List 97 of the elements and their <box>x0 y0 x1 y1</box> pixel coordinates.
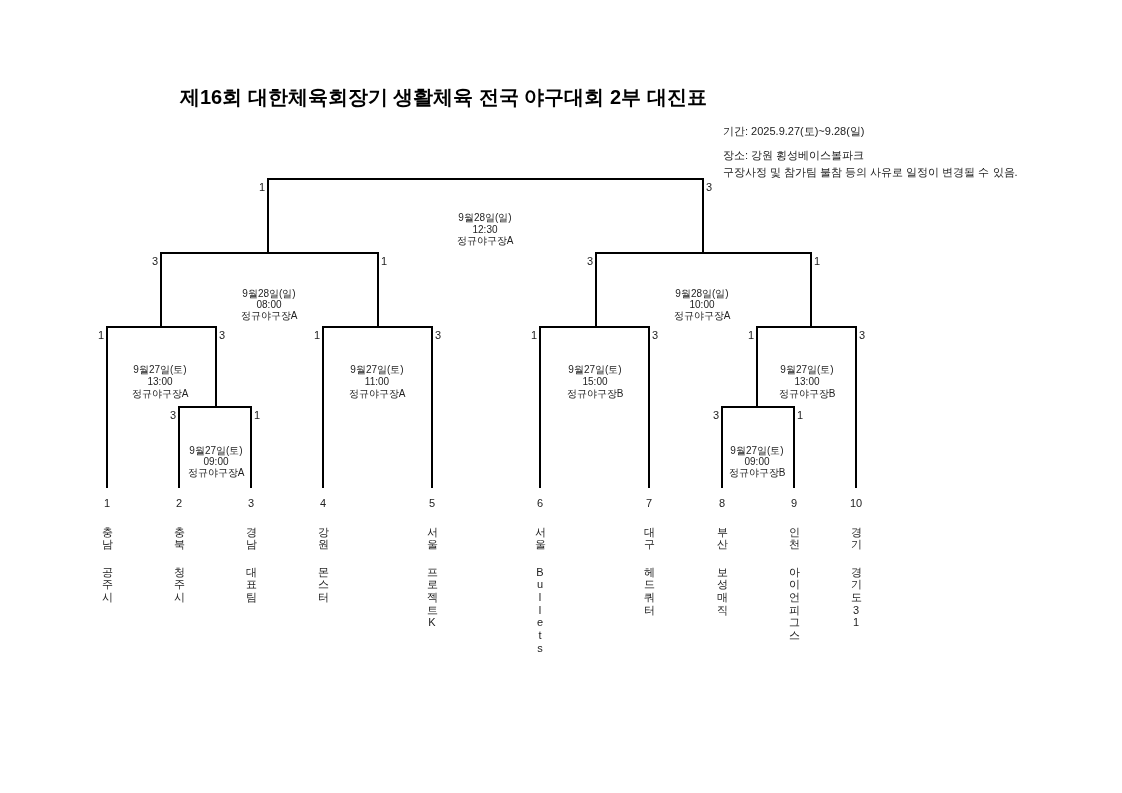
score: 3 <box>859 329 866 341</box>
match-date: 9월27일(토) <box>780 364 834 376</box>
bracket-line <box>793 407 795 489</box>
bracket-line <box>721 407 723 489</box>
score: 3 <box>706 181 713 193</box>
score: 1 <box>97 329 104 341</box>
score: 3 <box>712 409 719 421</box>
bracket-line <box>539 327 541 489</box>
seed-number: 1 <box>103 496 111 510</box>
team-name: 헤드쿼터 <box>642 565 656 617</box>
seed-number: 8 <box>718 496 726 510</box>
match-date: 9월27일(토) <box>133 364 187 376</box>
score: 1 <box>747 329 754 341</box>
seed-number: 7 <box>645 496 653 510</box>
score: 3 <box>652 329 659 341</box>
field-name: 정규야구장B <box>778 388 836 400</box>
field-name: 정규야구장A <box>456 235 514 247</box>
team-name: 아이언피그스 <box>787 565 801 642</box>
title: 제16회 대한체육회장기 생활체육 전국 야구대회 2부 대진표 <box>180 85 707 109</box>
team-name: 보성매직 <box>715 565 729 617</box>
bracket-line <box>648 327 650 489</box>
seed-number: 3 <box>247 496 255 510</box>
match-time: 10:00 <box>689 298 715 310</box>
match-date: 9월27일(토) <box>189 444 243 456</box>
region-name: 경남 <box>244 525 258 551</box>
region-name: 경기 <box>849 525 863 551</box>
team-name: 몬스터 <box>316 565 330 604</box>
bracket-line <box>322 327 324 489</box>
match-time: 12:30 <box>472 223 498 236</box>
bracket-line <box>810 253 812 327</box>
region-name: 서울 <box>533 525 547 551</box>
bracket-line <box>595 253 597 327</box>
match-date: 9월28일(일) <box>458 212 512 224</box>
bracket-line <box>215 327 217 407</box>
note-text: 구장사정 및 참가팀 불참 등의 사유로 일정이 변경될 수 있음. <box>723 165 1018 179</box>
score: 3 <box>151 255 158 267</box>
bracket-line <box>702 179 704 253</box>
match-time: 13:00 <box>794 376 820 388</box>
bracket-line <box>250 407 252 489</box>
seed-number: 2 <box>175 496 183 510</box>
match-time: 11:00 <box>364 376 390 388</box>
bracket-line <box>377 253 379 327</box>
region-name: 서울 <box>425 525 439 551</box>
seed-number: 6 <box>536 496 544 510</box>
field-name: 정규야구장A <box>131 388 189 400</box>
match-date: 9월27일(토) <box>568 364 622 376</box>
region-name: 충북 <box>172 525 186 551</box>
field-name: 정규야구장A <box>348 388 406 400</box>
seed-number: 9 <box>790 496 798 510</box>
field-name: 정규야구장B <box>728 466 786 478</box>
match-time: 08:00 <box>256 298 282 310</box>
team-name: 프로젝트K <box>425 565 439 630</box>
match-time: 09:00 <box>203 455 229 467</box>
seed-number: 10 <box>849 496 863 510</box>
score: 3 <box>586 255 593 267</box>
team-name: Bullets <box>535 565 545 655</box>
bracket-line <box>756 327 758 407</box>
match-time: 13:00 <box>147 376 173 388</box>
match-date: 9월28일(일) <box>242 287 296 299</box>
field-name: 정규야구장A <box>673 309 731 321</box>
bracket-line <box>431 327 433 489</box>
bracket-line <box>855 327 857 489</box>
field-name: 정규야구장A <box>240 309 298 321</box>
score: 3 <box>435 329 442 341</box>
score: 1 <box>530 329 537 341</box>
team-name: 경기도31 <box>849 565 863 630</box>
seed-number: 5 <box>428 496 436 510</box>
field-name: 정규야구장B <box>566 388 624 400</box>
score: 1 <box>381 255 388 267</box>
score: 1 <box>258 181 265 193</box>
match-date: 9월28일(일) <box>675 287 729 299</box>
bracket-line <box>267 179 269 253</box>
score: 3 <box>219 329 226 341</box>
score: 1 <box>797 409 804 421</box>
region-name: 인천 <box>787 525 801 551</box>
match-time: 15:00 <box>582 376 608 388</box>
region-name: 대구 <box>642 525 656 551</box>
match-date: 9월27일(토) <box>350 364 404 376</box>
match-time: 09:00 <box>744 455 770 467</box>
score: 1 <box>254 409 261 421</box>
team-name: 청주시 <box>172 565 186 604</box>
team-name: 공주시 <box>100 565 114 604</box>
note-text: 장소: 강원 횡성베이스볼파크 <box>723 148 865 162</box>
score: 3 <box>169 409 176 421</box>
bracket-line <box>160 253 162 327</box>
region-name: 충남 <box>100 525 114 551</box>
score: 1 <box>313 329 320 341</box>
region-name: 부산 <box>715 525 729 551</box>
field-name: 정규야구장A <box>187 466 245 478</box>
note-text: 기간: 2025.9.27(토)~9.28(일) <box>723 124 865 138</box>
score: 1 <box>814 255 821 267</box>
match-date: 9월27일(토) <box>730 444 784 456</box>
bracket-line <box>106 327 108 489</box>
team-name: 대표팀 <box>244 565 258 604</box>
region-name: 강원 <box>316 525 330 551</box>
seed-number: 4 <box>319 496 327 510</box>
bracket-line <box>178 407 180 489</box>
